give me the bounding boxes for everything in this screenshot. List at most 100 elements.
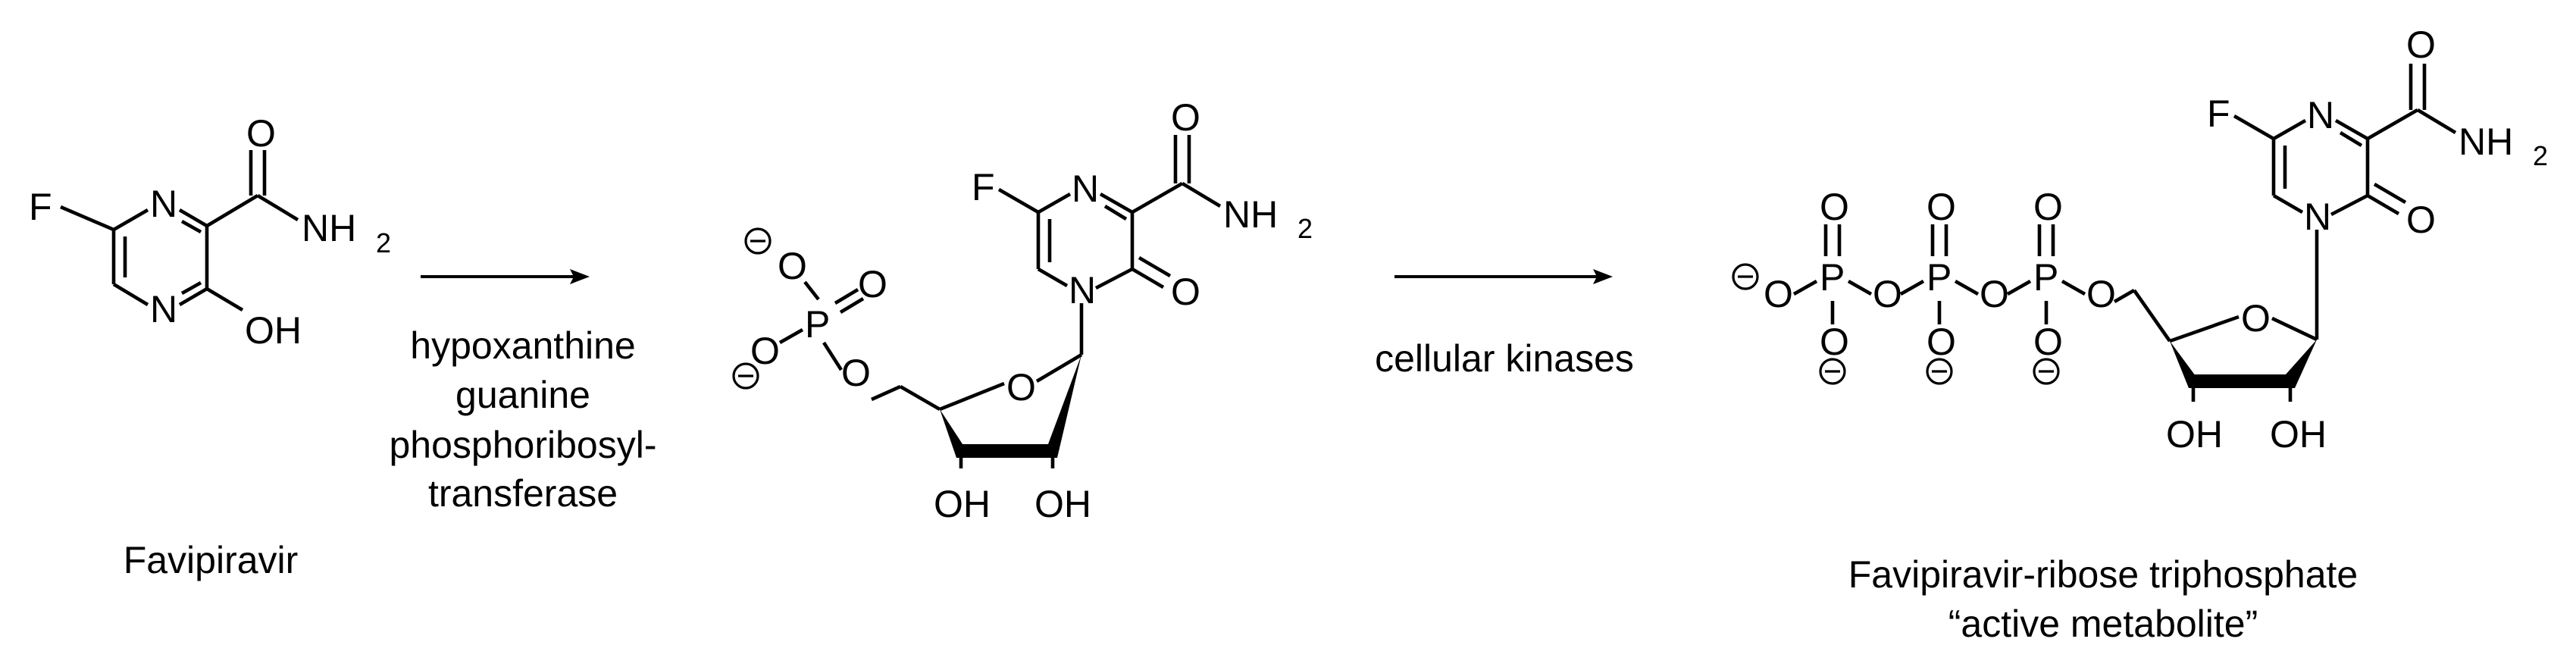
bond-c5prime-o	[871, 384, 901, 402]
enzyme-label-line-4: transferase	[428, 472, 618, 515]
bond-c-o-a	[1131, 268, 1165, 289]
atom-o-minus-2: O	[750, 330, 780, 372]
atom-oh-right: OH	[1034, 483, 1091, 525]
bond-o4-c4prime	[2169, 315, 2240, 343]
bond-c3-n4	[1099, 193, 1134, 214]
bond-o-pbeta	[1954, 279, 1980, 296]
enzyme-label-line-3: phosphoribosyl-	[390, 424, 657, 466]
bond-c-f	[2233, 114, 2275, 140]
bond-c1prime-o4	[1035, 353, 1083, 383]
atom-p-beta: P	[1927, 256, 1952, 299]
bond-c6-c5	[1037, 193, 1072, 214]
bond-c4-c5prime	[899, 385, 941, 411]
atom-o-bridge-1: O	[1873, 273, 1902, 315]
bond-p-ominus-1	[803, 280, 820, 301]
bond-c1prime-o4	[2271, 316, 2318, 342]
atom-o-ring-carbonyl: O	[2406, 199, 2436, 241]
bond-o-palpha	[1847, 279, 1873, 296]
bond-c-nh2	[2416, 108, 2457, 134]
enzyme-label-line-1: hypoxanthine	[410, 324, 635, 367]
atom-n4: N	[150, 288, 177, 330]
bond-c5prime-o	[2113, 289, 2136, 303]
bond-c-camide	[2366, 108, 2419, 140]
atom-nh2-subscript: 2	[2533, 140, 2548, 171]
atom-o-bridge-2: O	[1980, 273, 2009, 315]
bond-c3-oh	[205, 287, 244, 312]
wedge-c1-c2	[2286, 340, 2317, 388]
enzyme-label-line-2: guanine	[455, 374, 590, 416]
negative-charge-gamma	[2033, 358, 2060, 385]
bond-c6-c5	[2272, 119, 2307, 140]
wedge-c3-c2	[956, 444, 1057, 458]
favipiravir-label: Favipiravir	[124, 539, 299, 581]
ribose-triphosphate-structure: F N N O NH 2 O O OH OH O P O P O P O O O…	[1732, 23, 2548, 456]
bond-c6-n1	[1037, 268, 1069, 287]
bond-c1-n4	[112, 283, 149, 306]
atom-o-double-1: O	[1820, 186, 1849, 228]
bond-n1-c2	[1094, 267, 1134, 290]
wedge-c1-c2	[1048, 355, 1081, 458]
atom-o-minus-3: O	[2033, 321, 2063, 363]
atom-o-5prime: O	[2086, 273, 2116, 315]
atom-f: F	[29, 186, 52, 228]
bond-c-o-b	[1138, 256, 1172, 277]
atom-o-amide: O	[2406, 23, 2436, 66]
atom-o-ribose: O	[2241, 297, 2271, 340]
atom-nh2: NH	[2459, 121, 2513, 163]
bond-n1-c2	[2330, 193, 2369, 217]
bond-o-pgamma	[2061, 279, 2086, 296]
atom-f: F	[972, 166, 995, 208]
bond-c6-n1	[2272, 194, 2304, 214]
atom-p: P	[805, 303, 830, 346]
atom-p-gamma: P	[2033, 256, 2058, 299]
atom-nh2-subscript: 2	[1297, 213, 1313, 244]
bond-n4-c3-inner	[180, 280, 202, 296]
negative-charge-beta	[1926, 358, 1953, 385]
bond-c6-f	[60, 205, 114, 232]
bond-o-p	[822, 341, 843, 371]
bond-c2-camide	[205, 194, 259, 227]
negative-charge-2	[732, 362, 759, 390]
negative-charge-1	[744, 227, 772, 255]
ribosyl-monophosphate-structure: F N N O NH 2 O O OH OH O P O O O	[732, 96, 1313, 525]
reaction-arrow-2	[1394, 269, 1613, 284]
atom-f: F	[2207, 92, 2230, 135]
bond-c3-n4	[2334, 119, 2369, 140]
active-metabolite-label: “active metabolite”	[1948, 603, 2258, 645]
bond-p-o-double-b	[839, 297, 865, 314]
atom-nh2: NH	[302, 207, 356, 249]
atom-o-minus-1: O	[1820, 321, 1849, 363]
bond-c-f	[997, 188, 1040, 214]
bond-c3-n4-inner	[2339, 131, 2363, 147]
bond-p-ominus-2	[778, 327, 804, 345]
bond-p-o-double-a	[834, 288, 859, 305]
atom-oh-left: OH	[2166, 413, 2223, 456]
bond-c2-n1	[178, 208, 208, 227]
atom-o-bridge: O	[841, 352, 871, 394]
atom-n1: N	[150, 183, 177, 225]
bond-pbeta-o	[1899, 279, 1925, 296]
bond-c-o-a	[2366, 194, 2400, 215]
atom-oh-right: OH	[2270, 413, 2327, 456]
negative-charge-terminal	[1732, 263, 1759, 290]
atom-n4: N	[1072, 168, 1099, 210]
bond-c2-n1-inner	[180, 219, 202, 234]
atom-o-ribose: O	[1006, 366, 1036, 409]
atom-oh: OH	[245, 309, 302, 352]
atom-p-alpha: P	[1820, 256, 1845, 299]
bond-pgamma-o	[2006, 279, 2032, 296]
bond-palpha-o	[1792, 279, 1818, 296]
bond-c-nh2	[1181, 182, 1222, 208]
atom-nh2: NH	[1223, 193, 1278, 236]
bond-c6-c5	[112, 208, 149, 231]
atom-n1: N	[2304, 196, 2331, 238]
bond-c3-n4-inner	[1103, 205, 1128, 221]
atom-o-carbonyl: O	[246, 112, 276, 155]
triphosphate-label: Favipiravir-ribose triphosphate	[1848, 553, 2358, 596]
bond-n4-c3	[178, 287, 208, 306]
atom-n1: N	[1069, 269, 1096, 312]
kinases-label: cellular kinases	[1375, 337, 1634, 380]
bond-c-o-b	[2373, 183, 2407, 204]
